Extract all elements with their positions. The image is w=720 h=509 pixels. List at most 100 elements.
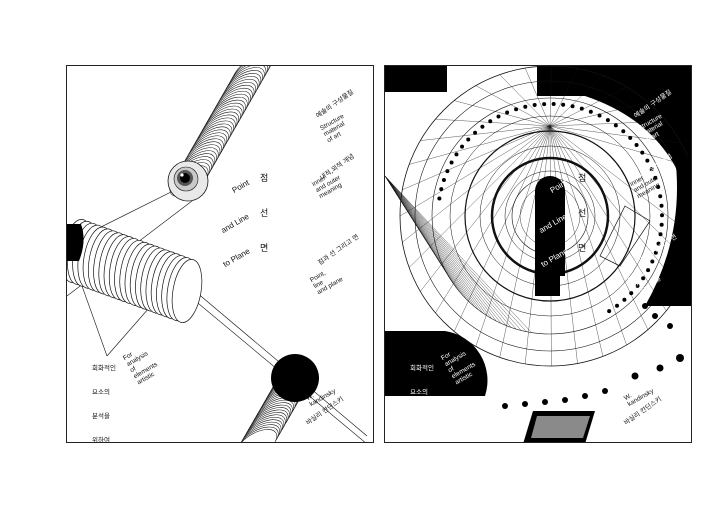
ray bbox=[385, 175, 492, 319]
dot bbox=[646, 268, 651, 273]
dot bbox=[488, 119, 493, 124]
dot bbox=[656, 364, 664, 372]
dot bbox=[505, 110, 510, 115]
ray bbox=[549, 125, 682, 290]
dot bbox=[460, 144, 465, 149]
dot bbox=[641, 276, 646, 281]
ray bbox=[525, 68, 551, 127]
ray bbox=[435, 118, 551, 127]
dot bbox=[621, 129, 626, 134]
ray bbox=[475, 85, 551, 127]
ray bbox=[549, 125, 649, 330]
dot bbox=[653, 250, 658, 255]
dot bbox=[628, 135, 633, 140]
top-right-black-field bbox=[537, 66, 691, 208]
dot bbox=[656, 241, 661, 246]
dot bbox=[523, 104, 528, 109]
dot bbox=[607, 309, 612, 314]
dot bbox=[588, 109, 593, 114]
ray bbox=[385, 175, 479, 310]
top-left-black-bar bbox=[385, 66, 447, 92]
title-ko-plane: 면 bbox=[260, 244, 269, 254]
ray bbox=[549, 125, 667, 311]
dot bbox=[622, 297, 627, 302]
ray bbox=[385, 175, 488, 316]
bottom-black-disc bbox=[271, 354, 319, 402]
dot bbox=[640, 150, 645, 155]
dot bbox=[658, 232, 663, 237]
bottom-trapezoid-shade bbox=[531, 416, 590, 438]
dot bbox=[649, 167, 654, 172]
ray bbox=[385, 175, 445, 270]
ray bbox=[549, 75, 604, 127]
ray bbox=[549, 125, 691, 167]
ray bbox=[385, 175, 507, 326]
title-ko-plane: 면 bbox=[578, 244, 587, 254]
title-ko-point: 점 bbox=[260, 174, 269, 184]
poster-left: Point and Line to Plane 점 선 면 예술의 구성물질 S… bbox=[66, 65, 374, 443]
ray bbox=[385, 175, 517, 330]
dot bbox=[613, 123, 618, 128]
dot bbox=[658, 194, 663, 199]
dot bbox=[631, 372, 639, 380]
dot bbox=[634, 142, 639, 147]
dot bbox=[480, 124, 485, 129]
ring bbox=[431, 97, 669, 335]
dot bbox=[579, 106, 584, 111]
dot bbox=[659, 213, 664, 218]
dot bbox=[676, 354, 684, 362]
ray bbox=[385, 175, 512, 328]
title-ko-line: 선 bbox=[578, 209, 587, 219]
bottom-left-black-half-disc bbox=[385, 331, 488, 396]
left-edge-black-shape bbox=[67, 224, 84, 261]
left-artwork bbox=[67, 66, 368, 442]
ray bbox=[549, 121, 667, 127]
ray bbox=[454, 100, 551, 127]
dotted-arc bbox=[437, 102, 664, 314]
ray bbox=[499, 125, 551, 358]
ray bbox=[499, 74, 551, 127]
dot bbox=[437, 196, 442, 201]
construction-line bbox=[176, 275, 368, 437]
middle-ring-tube bbox=[67, 219, 203, 323]
dot bbox=[645, 158, 650, 163]
dot bbox=[659, 203, 664, 208]
dot bbox=[496, 114, 501, 119]
dot bbox=[466, 137, 471, 142]
dot bbox=[502, 403, 508, 409]
title-ko-point: 점 bbox=[578, 174, 587, 184]
ray bbox=[385, 175, 527, 332]
right-black-field bbox=[645, 156, 691, 306]
poster-right: Point and Line to Plane 점 선 면 예술의 구성물질 S… bbox=[384, 65, 692, 443]
ray bbox=[420, 125, 551, 292]
title-ko-line: 선 bbox=[260, 209, 269, 219]
dot bbox=[441, 177, 446, 182]
dot bbox=[602, 388, 608, 394]
dot bbox=[454, 152, 459, 157]
dot bbox=[522, 401, 528, 407]
dot bbox=[615, 303, 620, 308]
analysis-ko: 회화적인 요소의 분석을 위하여 bbox=[410, 364, 434, 443]
ray bbox=[399, 125, 551, 217]
dot bbox=[473, 130, 478, 135]
dot bbox=[597, 113, 602, 118]
dot bbox=[629, 291, 634, 296]
dot bbox=[514, 107, 519, 112]
dot bbox=[635, 283, 640, 288]
radial-rays bbox=[385, 66, 691, 366]
center-black-slab bbox=[535, 216, 560, 296]
ray bbox=[549, 125, 691, 235]
ray bbox=[549, 68, 578, 127]
ray bbox=[475, 125, 551, 347]
dot bbox=[542, 399, 548, 405]
dot bbox=[653, 175, 658, 180]
ray bbox=[549, 66, 552, 127]
ray bbox=[385, 175, 471, 304]
right-artwork bbox=[385, 66, 691, 442]
ray bbox=[549, 86, 627, 127]
ray bbox=[435, 125, 551, 313]
ray bbox=[402, 125, 551, 190]
ring bbox=[449, 115, 651, 317]
ray bbox=[420, 125, 551, 141]
dot bbox=[582, 393, 588, 399]
